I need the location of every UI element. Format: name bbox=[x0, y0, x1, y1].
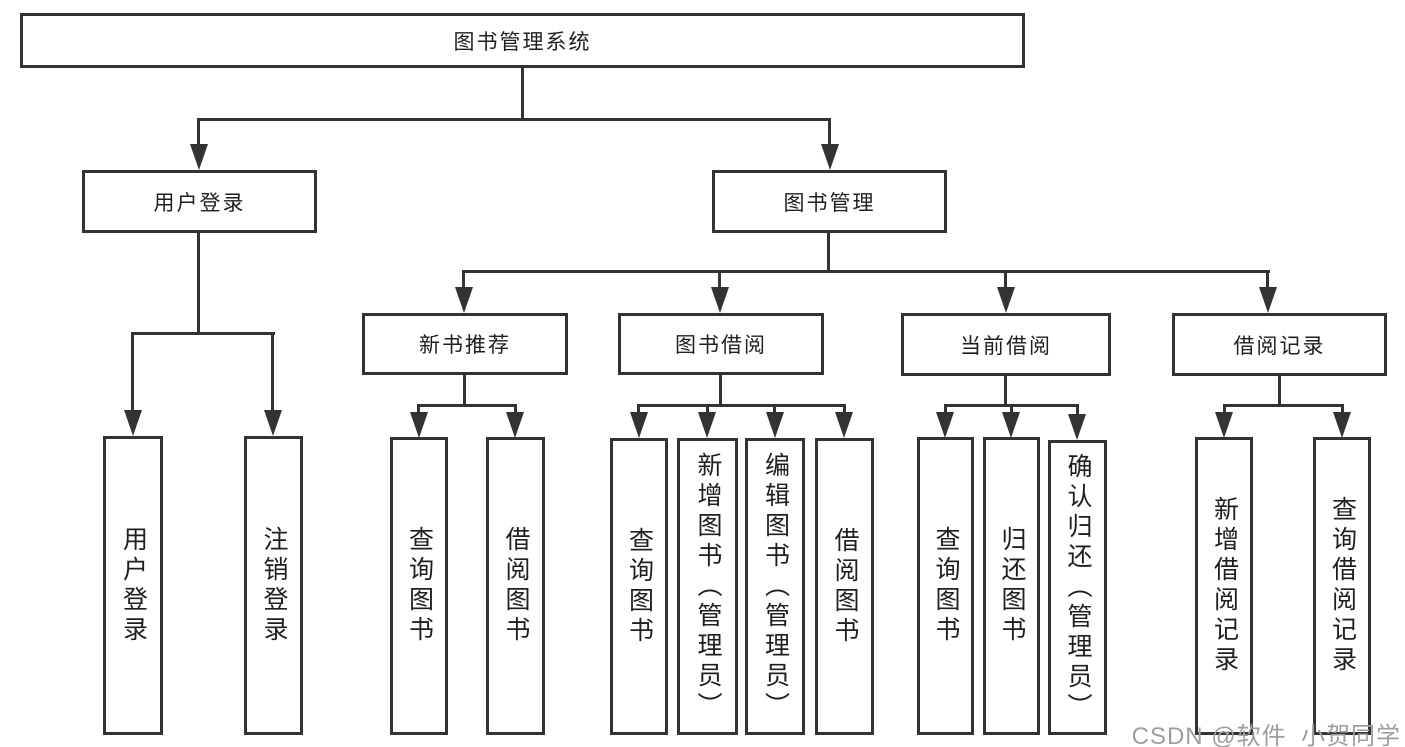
connector-line bbox=[827, 231, 830, 273]
leaf-label: 查询图书 bbox=[625, 526, 654, 647]
node-root-library-system: 图书管理系统 bbox=[20, 13, 1025, 68]
connector-line bbox=[719, 373, 722, 407]
node-current-borrow: 当前借阅 bbox=[901, 313, 1111, 376]
connector-line bbox=[637, 404, 640, 414]
leaf-query-books-2: 查询图书 bbox=[610, 438, 668, 735]
connector-line bbox=[1010, 404, 1013, 414]
connector-line bbox=[463, 373, 466, 407]
connector-line bbox=[197, 118, 200, 146]
connector-line bbox=[198, 118, 831, 121]
leaf-label: 编辑图书（管理员） bbox=[761, 451, 790, 722]
leaf-label: 注销登录 bbox=[260, 525, 288, 646]
connector-line bbox=[417, 404, 517, 407]
leaf-query-books-1: 查询图书 bbox=[390, 437, 448, 735]
connector-line bbox=[944, 404, 947, 414]
arrowhead-icon bbox=[1068, 414, 1086, 440]
arrowhead-icon bbox=[264, 410, 282, 436]
leaf-add-book-admin: 新增图书（管理员） bbox=[677, 438, 738, 735]
connector-line bbox=[462, 270, 1270, 273]
connector-line bbox=[197, 231, 200, 335]
node-book-borrow: 图书借阅 bbox=[618, 313, 824, 375]
connector-line bbox=[843, 404, 846, 414]
leaf-label: 用户登录 bbox=[119, 525, 148, 646]
leaf-label: 借阅图书 bbox=[831, 526, 859, 647]
arrowhead-icon bbox=[711, 287, 729, 313]
arrowhead-icon bbox=[630, 412, 648, 438]
leaf-query-borrow-record: 查询借阅记录 bbox=[1313, 437, 1371, 735]
connector-line bbox=[1223, 404, 1344, 407]
arrowhead-icon bbox=[1002, 412, 1020, 438]
leaf-logout: 注销登录 bbox=[244, 436, 303, 735]
connector-line bbox=[1004, 270, 1007, 288]
connector-line bbox=[131, 332, 134, 412]
leaf-label: 确认归还（管理员） bbox=[1064, 452, 1092, 723]
leaf-label: 查询图书 bbox=[932, 526, 960, 646]
connector-line bbox=[637, 404, 846, 407]
leaf-borrow-books-2: 借阅图书 bbox=[815, 438, 874, 735]
arrowhead-icon bbox=[997, 287, 1015, 313]
leaf-label: 查询借阅记录 bbox=[1328, 496, 1357, 676]
connector-line bbox=[1076, 404, 1079, 416]
leaf-label: 新增图书（管理员） bbox=[694, 451, 722, 722]
connector-line bbox=[1004, 375, 1007, 406]
arrowhead-icon bbox=[766, 412, 784, 438]
node-user-login: 用户登录 bbox=[82, 170, 317, 233]
arrowhead-icon bbox=[1333, 412, 1351, 438]
connector-line bbox=[1278, 375, 1281, 406]
arrowhead-icon bbox=[124, 410, 142, 436]
connector-line bbox=[828, 118, 831, 146]
leaf-confirm-return-admin: 确认归还（管理员） bbox=[1048, 440, 1107, 735]
leaf-query-books-3: 查询图书 bbox=[917, 437, 974, 735]
arrowhead-icon bbox=[455, 287, 473, 313]
connector-line bbox=[1223, 404, 1226, 414]
node-new-book-recommend: 新书推荐 bbox=[362, 313, 568, 375]
arrowhead-icon bbox=[410, 412, 428, 438]
arrowhead-icon bbox=[821, 144, 839, 170]
connector-line bbox=[417, 404, 420, 414]
connector-line bbox=[1341, 404, 1344, 414]
leaf-label: 归还图书 bbox=[998, 526, 1026, 646]
leaf-return-books: 归还图书 bbox=[983, 437, 1040, 735]
leaf-label: 新增借阅记录 bbox=[1210, 496, 1239, 676]
connector-line bbox=[706, 404, 709, 414]
connector-line bbox=[514, 404, 517, 414]
arrowhead-icon bbox=[190, 144, 208, 170]
leaf-label: 借阅图书 bbox=[502, 526, 530, 646]
leaf-user-login: 用户登录 bbox=[103, 436, 163, 735]
arrowhead-icon bbox=[1215, 412, 1233, 438]
connector-line bbox=[773, 404, 776, 414]
arrowhead-icon bbox=[1259, 287, 1277, 313]
arrowhead-icon bbox=[936, 412, 954, 438]
connector-line bbox=[521, 66, 524, 121]
node-borrow-records: 借阅记录 bbox=[1172, 313, 1387, 376]
arrowhead-icon bbox=[835, 412, 853, 438]
connector-line bbox=[462, 270, 465, 288]
node-book-management: 图书管理 bbox=[712, 170, 947, 233]
arrowhead-icon bbox=[506, 412, 524, 438]
leaf-borrow-books-1: 借阅图书 bbox=[486, 437, 545, 735]
arrowhead-icon bbox=[698, 412, 716, 438]
connector-line bbox=[1266, 270, 1269, 288]
connector-line bbox=[718, 270, 721, 288]
csdn-watermark: CSDN @软件_小贺同学 bbox=[1131, 723, 1401, 747]
connector-line bbox=[131, 332, 275, 335]
leaf-label: 查询图书 bbox=[405, 526, 434, 646]
leaf-edit-book-admin: 编辑图书（管理员） bbox=[745, 438, 805, 735]
leaf-add-borrow-record: 新增借阅记录 bbox=[1195, 437, 1253, 735]
connector-line bbox=[271, 332, 274, 412]
